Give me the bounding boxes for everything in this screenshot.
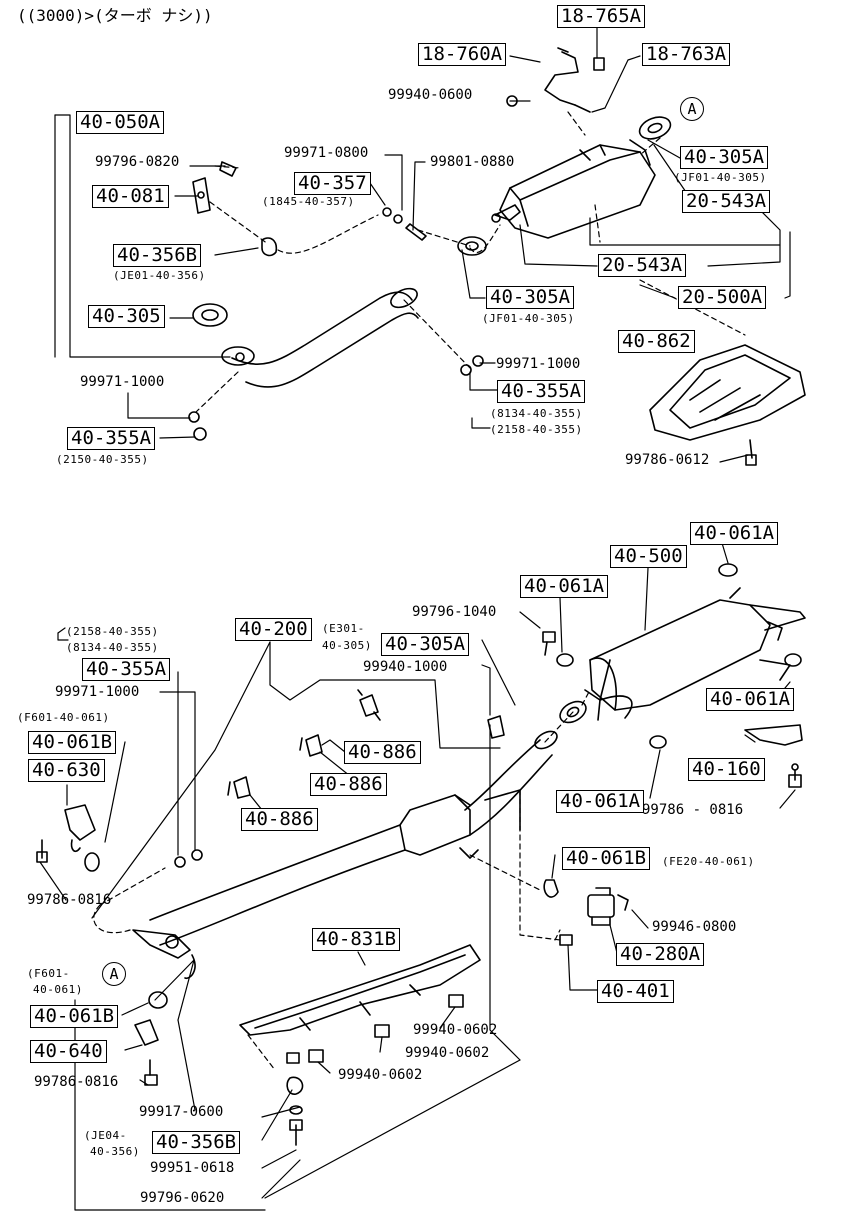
- part-40-356B-lower[interactable]: 40-356B: [152, 1131, 241, 1154]
- part-40-305A-lower-code-1: (E301-: [322, 622, 365, 635]
- catalytic-converter: [491, 139, 656, 239]
- part-40-305A-mid[interactable]: 40-305A: [486, 286, 575, 309]
- part-99940-0602-mid[interactable]: 99940-0602: [405, 1045, 490, 1061]
- part-40-356B-lower-code-1: (JE04-: [84, 1129, 127, 1142]
- part-40-061A-bottom[interactable]: 40-061A: [556, 790, 645, 813]
- sensor-pipe: [506, 47, 605, 113]
- part-20-543A-lower[interactable]: 20-543A: [598, 254, 687, 277]
- part-99940-0600[interactable]: 99940-0600: [388, 87, 473, 103]
- part-18-760A[interactable]: 18-760A: [418, 43, 507, 66]
- part-40-280A[interactable]: 40-280A: [616, 943, 705, 966]
- bracket-630: [36, 804, 96, 863]
- part-40-355A-upper-left[interactable]: 40-355A: [67, 427, 156, 450]
- part-40-886-top[interactable]: 40-886: [344, 741, 421, 764]
- muffler: [584, 587, 806, 721]
- part-18-765A[interactable]: 18-765A: [557, 5, 646, 28]
- part-40-640[interactable]: 40-640: [30, 1040, 107, 1063]
- part-99940-1000[interactable]: 99940-1000: [363, 659, 448, 675]
- part-40-357[interactable]: 40-357: [294, 172, 371, 195]
- part-40-355A-upper-right-code-1: (8134-40-355): [490, 407, 583, 420]
- diagram-title: ((3000)>(ターボ ナシ)): [17, 6, 213, 25]
- part-99971-0800[interactable]: 99971-0800: [284, 145, 369, 161]
- part-40-200[interactable]: 40-200: [235, 618, 312, 641]
- part-99917-0600[interactable]: 99917-0600: [139, 1104, 224, 1120]
- part-99786-0816-left[interactable]: 99786-0816: [27, 892, 112, 908]
- part-40-061A-left[interactable]: 40-061A: [520, 575, 609, 598]
- part-99796-0620[interactable]: 99796-0620: [140, 1190, 225, 1206]
- part-40-305A-mid-code: (JF01-40-305): [482, 312, 575, 325]
- part-40-356B-lower-code-2: 40-356): [90, 1145, 140, 1158]
- part-40-500[interactable]: 40-500: [610, 545, 687, 568]
- leader-lines-lower: [39, 542, 796, 1211]
- part-99971-1000-upper-left[interactable]: 99971-1000: [80, 374, 165, 390]
- part-40-356B-upper[interactable]: 40-356B: [113, 244, 202, 267]
- part-40-355A-lower-code-2: (8134-40-355): [66, 641, 159, 654]
- part-99951-0618[interactable]: 99951-0618: [150, 1160, 235, 1176]
- part-99940-0602-bottom[interactable]: 99940-0602: [338, 1067, 423, 1083]
- part-20-500A[interactable]: 20-500A: [678, 286, 767, 309]
- part-40-886-mid[interactable]: 40-886: [310, 773, 387, 796]
- part-40-061B-right-code: (FE20-40-061): [662, 855, 755, 868]
- part-99786-0612[interactable]: 99786-0612: [625, 452, 710, 468]
- bracket-081: [192, 161, 427, 257]
- part-40-355A-lower[interactable]: 40-355A: [82, 658, 171, 681]
- part-40-081[interactable]: 40-081: [92, 185, 169, 208]
- part-40-355A-upper-right-code-2: (2158-40-355): [490, 423, 583, 436]
- part-99971-1000-upper-right[interactable]: 99971-1000: [496, 356, 581, 372]
- heat-shield-upper: [649, 344, 806, 466]
- callout-a-lower: A: [102, 962, 126, 986]
- part-40-305A-upper-right-code: (JF01-40-305): [674, 171, 767, 184]
- part-40-305A-lower-code-2: 40-305): [322, 639, 372, 652]
- part-40-356B-upper-code: (JE01-40-356): [113, 269, 206, 282]
- part-40-305A-upper-right[interactable]: 40-305A: [680, 146, 769, 169]
- part-18-763A[interactable]: 18-763A: [642, 43, 731, 66]
- part-40-061B-left[interactable]: 40-061B: [28, 731, 117, 754]
- part-99946-0800[interactable]: 99946-0800: [652, 919, 737, 935]
- part-40-305A-lower[interactable]: 40-305A: [381, 633, 470, 656]
- part-40-630[interactable]: 40-630: [28, 759, 105, 782]
- leader-lines-upper: [54, 25, 791, 463]
- part-99940-0602-top[interactable]: 99940-0602: [413, 1022, 498, 1038]
- damper-280A: [559, 887, 629, 946]
- rings-lower: [84, 563, 802, 1009]
- part-40-061A-right[interactable]: 40-061A: [706, 688, 795, 711]
- hangers-lower: [227, 689, 559, 898]
- front-pipe-upper: [221, 287, 419, 388]
- part-40-061B-right[interactable]: 40-061B: [562, 847, 651, 870]
- part-40-061B-lower-code-2: 40-061): [33, 983, 83, 996]
- bracket-160: [744, 724, 803, 788]
- part-40-061A-top[interactable]: 40-061A: [690, 522, 779, 545]
- part-40-886-bottom[interactable]: 40-886: [241, 808, 318, 831]
- part-40-862[interactable]: 40-862: [618, 330, 695, 353]
- part-40-061B-lower-code-1: (F601-: [27, 967, 70, 980]
- part-99801-0880[interactable]: 99801-0880: [430, 154, 515, 170]
- hardware-lower-left: [134, 631, 556, 1146]
- part-40-831B[interactable]: 40-831B: [312, 928, 401, 951]
- part-20-543A-upper[interactable]: 20-543A: [682, 190, 771, 213]
- part-40-050A[interactable]: 40-050A: [76, 111, 165, 134]
- part-40-160[interactable]: 40-160: [688, 758, 765, 781]
- part-40-061B-left-code: (F601-40-061): [17, 711, 110, 724]
- part-40-061B-lower[interactable]: 40-061B: [30, 1005, 119, 1028]
- part-99796-1040[interactable]: 99796-1040: [412, 604, 497, 620]
- dashed-leaders-lower: [93, 689, 591, 1071]
- part-99786-0816-right[interactable]: 99786 - 0816: [642, 802, 744, 818]
- part-99971-1000-lower[interactable]: 99971-1000: [55, 684, 140, 700]
- part-99796-0820[interactable]: 99796-0820: [95, 154, 180, 170]
- part-40-357-code: (1845-40-357): [262, 195, 355, 208]
- heat-shield-lower: [239, 944, 481, 1063]
- part-40-401[interactable]: 40-401: [597, 980, 674, 1003]
- part-99786-0816-lower[interactable]: 99786-0816: [34, 1074, 119, 1090]
- part-40-355A-lower-code-1: (2158-40-355): [66, 625, 159, 638]
- part-40-355A-upper-left-code: (2150-40-355): [56, 453, 149, 466]
- callout-a-upper: A: [680, 97, 704, 121]
- part-40-355A-upper-right[interactable]: 40-355A: [497, 380, 586, 403]
- part-40-305[interactable]: 40-305: [88, 305, 165, 328]
